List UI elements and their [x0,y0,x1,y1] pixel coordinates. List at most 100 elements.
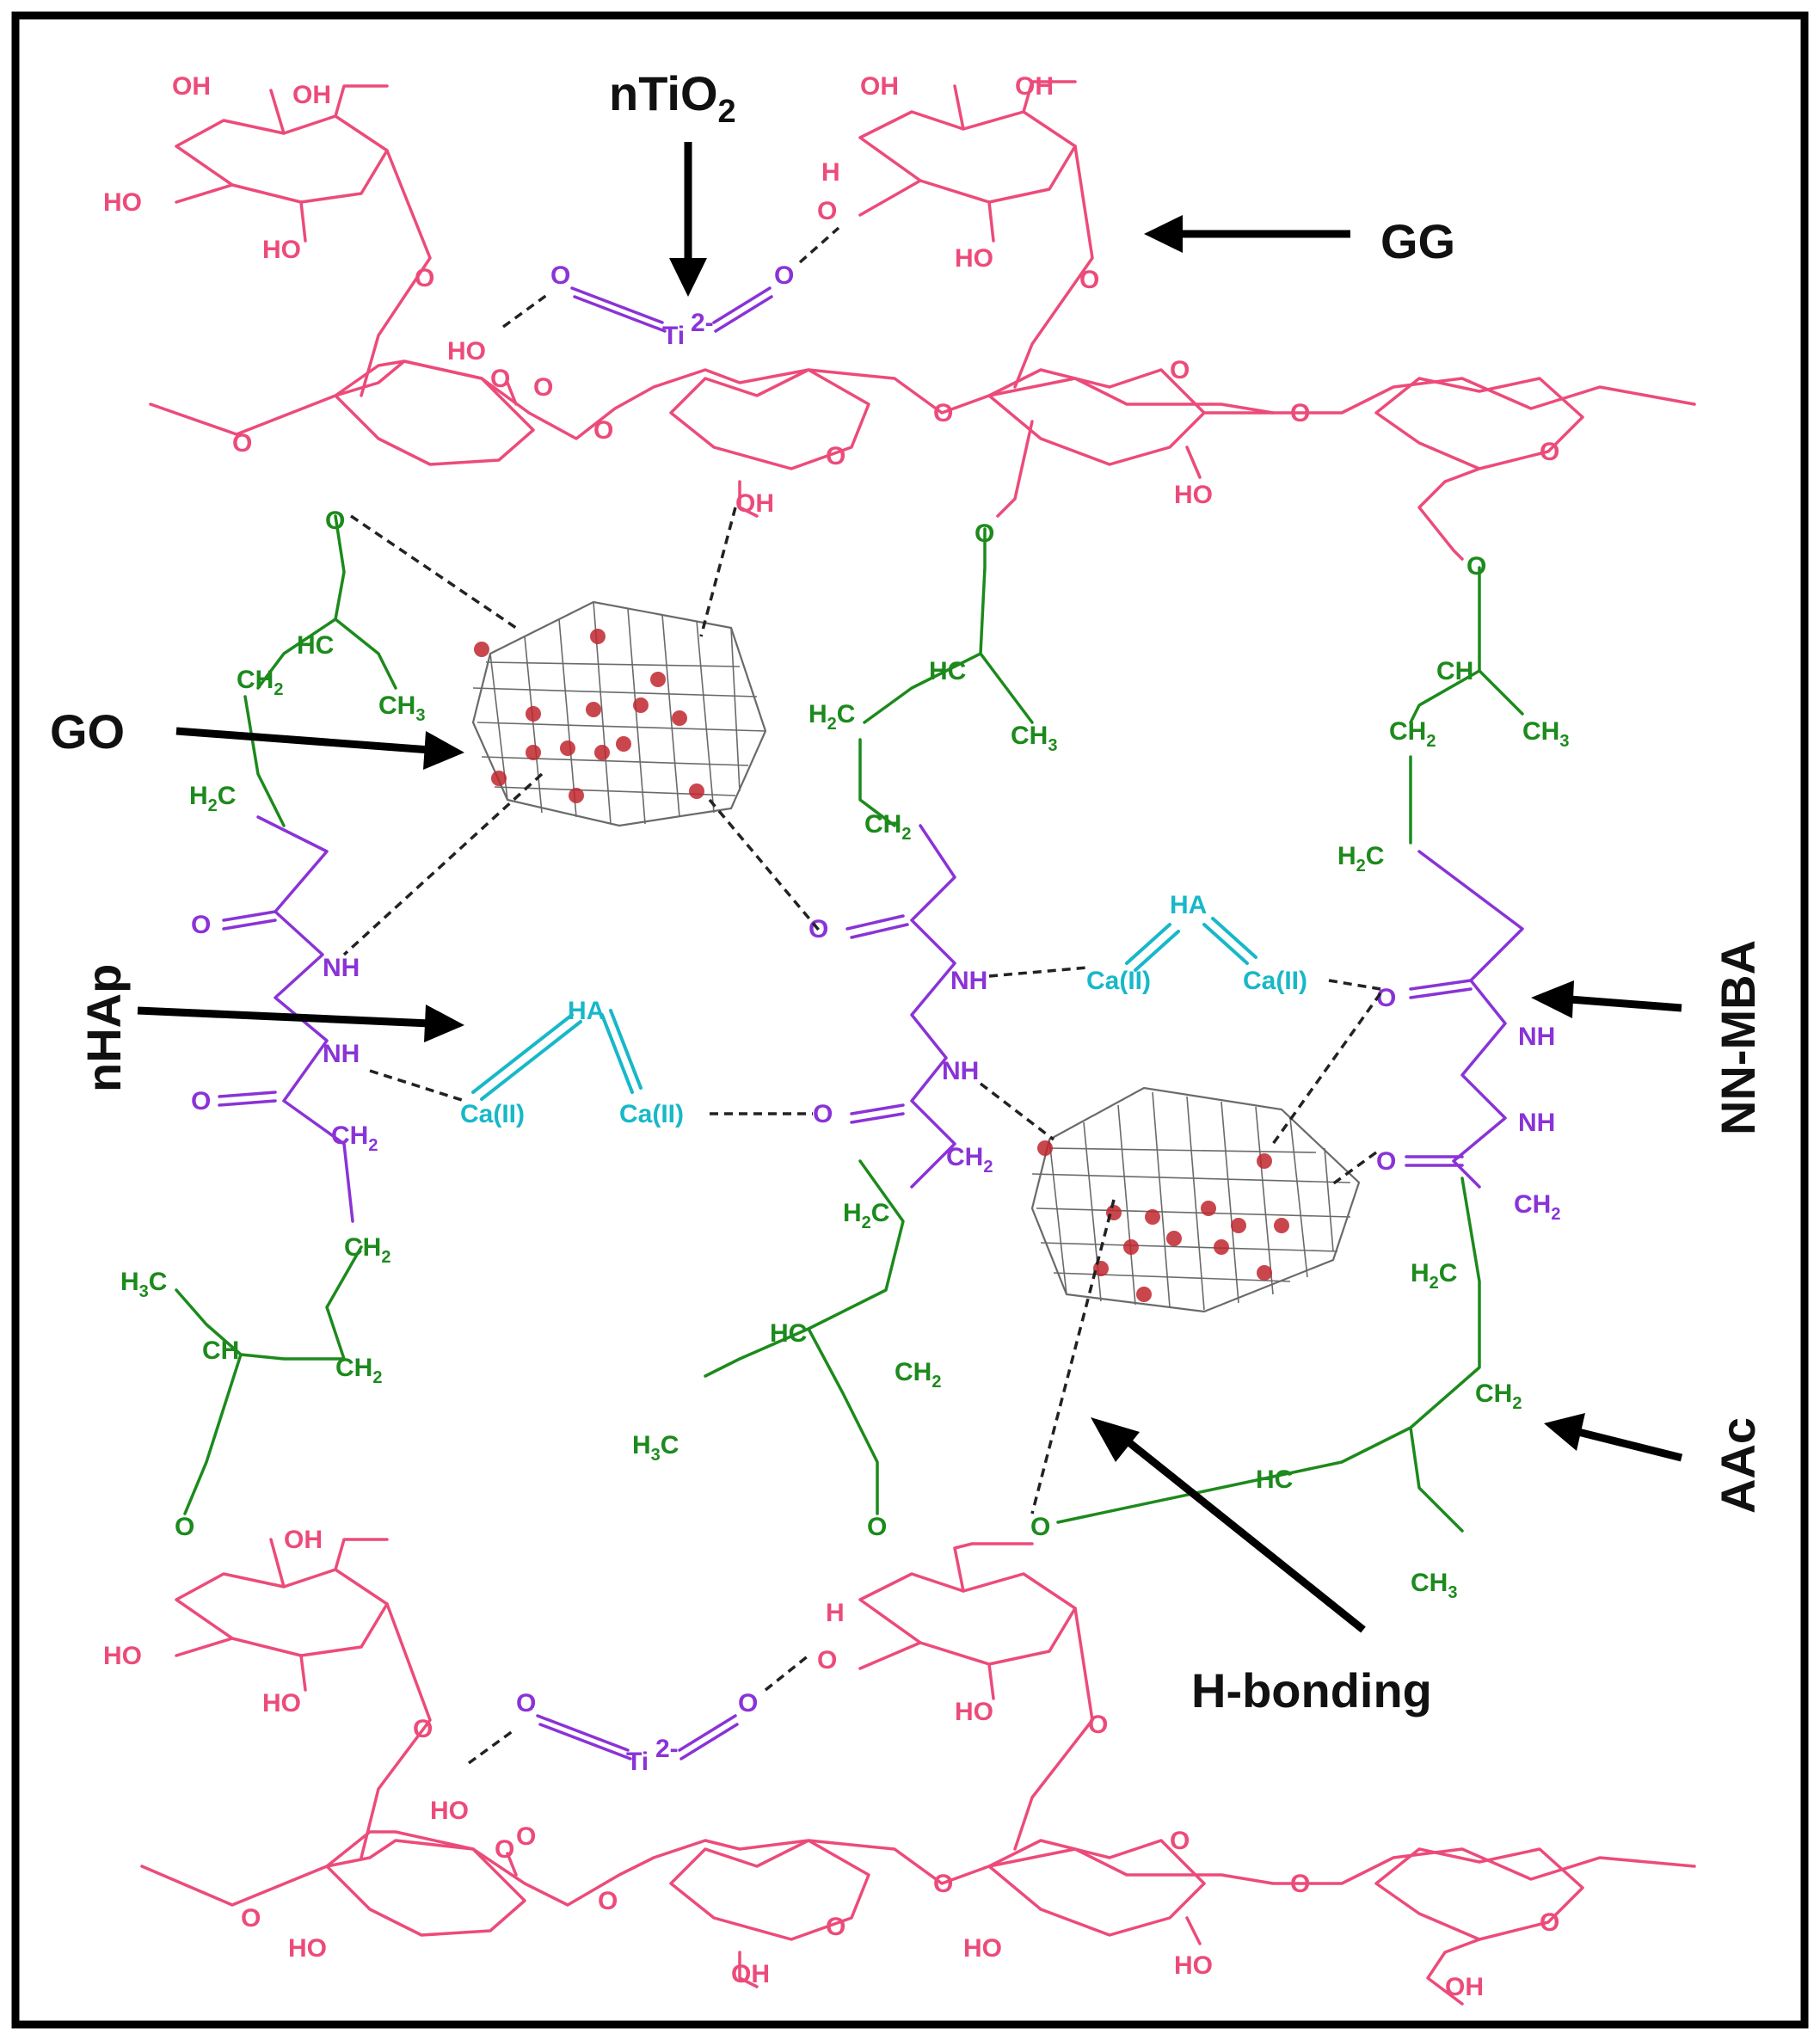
crosslinker-labels: O NH NH O CH2 O NH NH O CH2 O NH NH O CH… [191,911,1560,1224]
svg-text:O: O [1170,1827,1190,1855]
svg-text:O: O [1376,1147,1396,1176]
svg-text:OH: OH [1015,72,1054,101]
svg-text:O: O [191,1087,211,1115]
svg-text:2-: 2- [655,1735,679,1763]
svg-text:GO: GO [50,704,125,759]
svg-text:O: O [516,1822,536,1851]
svg-text:O: O [1540,1908,1559,1937]
svg-text:HC: HC [1256,1465,1293,1494]
svg-text:O: O [1466,552,1486,581]
svg-text:OH: OH [172,72,211,101]
svg-text:CH3: CH3 [1011,722,1057,755]
hydroxyapatite-left: HA Ca(II) Ca(II) [460,997,684,1128]
svg-text:HA: HA [1170,891,1207,919]
svg-text:O: O [232,429,252,458]
svg-text:O: O [933,399,953,427]
svg-text:O: O [1170,356,1190,384]
nhap-annotation: nHAp [77,964,464,1092]
svg-text:O: O [817,1646,837,1674]
svg-text:O: O [495,1835,514,1864]
guar-gum-top-labels: OH OH HO HO O HO O O O O O OH O OH OH H … [103,72,1559,518]
svg-text:O: O [826,1913,845,1941]
svg-text:O: O [1290,399,1310,427]
svg-text:O: O [598,1887,618,1915]
acrylic-acid-chains [175,514,1524,1533]
svg-text:NN-MBA: NN-MBA [1711,940,1765,1135]
svg-text:CH: CH [202,1336,239,1365]
svg-text:O: O [593,416,613,445]
svg-text:O: O [975,519,994,548]
svg-text:OH: OH [1445,1973,1484,2001]
svg-text:HO: HO [262,1689,301,1717]
acrylic-acid-labels: O HC CH2 CH3 H2C O HC CH3 H2C CH2 O CH C… [120,507,1569,1602]
nnmba-annotation: NN-MBA [1531,940,1765,1135]
svg-text:Ti: Ti [626,1748,649,1776]
svg-text:HC: HC [929,657,966,685]
guar-gum-top-chain [149,80,1696,561]
svg-text:O: O [533,373,553,402]
gg-annotation: GG [1144,214,1455,268]
svg-text:CH2: CH2 [1514,1190,1560,1224]
graphene-oxide-sheet-bottom [1030,1086,1361,1313]
svg-text:NH: NH [323,1040,360,1068]
svg-text:HO: HO [430,1797,469,1825]
svg-text:AAc: AAc [1711,1417,1765,1514]
svg-text:CH2: CH2 [895,1358,941,1392]
svg-text:HO: HO [288,1934,327,1963]
svg-text:nTiO2: nTiO2 [609,66,736,130]
svg-text:nHAp: nHAp [77,964,131,1092]
svg-text:HO: HO [955,1698,993,1726]
svg-text:O: O [933,1870,953,1898]
svg-text:H2C: H2C [1337,842,1384,876]
svg-text:2-: 2- [691,309,714,337]
svg-text:HO: HO [1174,1951,1213,1980]
svg-text:O: O [413,1715,433,1743]
graphene-oxide-sheet-top [471,600,767,827]
svg-text:O: O [1030,1513,1050,1541]
svg-text:CH3: CH3 [378,691,425,725]
svg-text:O: O [1290,1870,1310,1898]
hbonding-annotation: H-bonding [1091,1417,1432,1717]
svg-text:OH: OH [292,81,331,109]
svg-text:OH: OH [731,1960,770,1988]
svg-text:H3C: H3C [120,1268,167,1301]
svg-text:H2C: H2C [189,782,236,815]
ntio2-annotation: nTiO2 [609,66,736,297]
svg-text:GG: GG [1380,214,1455,268]
svg-text:O: O [1088,1711,1108,1739]
svg-text:H: H [821,158,840,187]
svg-text:OH: OH [735,489,774,518]
svg-text:H3C: H3C [632,1431,679,1465]
svg-text:Ti: Ti [662,322,685,350]
svg-text:NH: NH [323,954,360,982]
svg-text:HO: HO [963,1934,1002,1963]
svg-text:CH2: CH2 [1475,1379,1522,1413]
tio2-top: O O Ti 2- [501,226,840,350]
svg-text:Ca(II): Ca(II) [619,1100,684,1128]
svg-text:CH3: CH3 [1522,717,1569,751]
svg-text:O: O [550,261,570,290]
svg-text:O: O [738,1689,758,1717]
svg-text:HA: HA [568,997,605,1025]
guar-gum-bottom-chain [140,1538,1696,2006]
svg-text:HO: HO [103,188,142,217]
svg-text:CH2: CH2 [864,810,911,844]
hydroxyapatite-right: HA Ca(II) Ca(II) [1086,891,1307,995]
svg-text:CH2: CH2 [344,1233,390,1267]
svg-text:NH: NH [950,967,987,995]
svg-text:O: O [175,1513,194,1541]
svg-text:H2C: H2C [1411,1259,1457,1293]
guar-gum-bottom-labels: OH HO HO O HO O O O O O HO OH O H O HO O… [103,1526,1559,2001]
svg-text:OH: OH [860,72,899,101]
svg-text:O: O [826,442,845,470]
svg-text:O: O [817,197,837,225]
svg-text:CH2: CH2 [335,1354,382,1387]
svg-text:O: O [774,261,794,290]
svg-text:CH2: CH2 [331,1121,378,1155]
svg-text:CH: CH [1436,657,1473,685]
svg-text:H: H [826,1599,845,1627]
tio2-bottom: O O Ti 2- [467,1654,810,1776]
svg-text:CH2: CH2 [946,1143,993,1177]
svg-text:H-bonding: H-bonding [1191,1663,1432,1717]
svg-text:O: O [867,1513,887,1541]
